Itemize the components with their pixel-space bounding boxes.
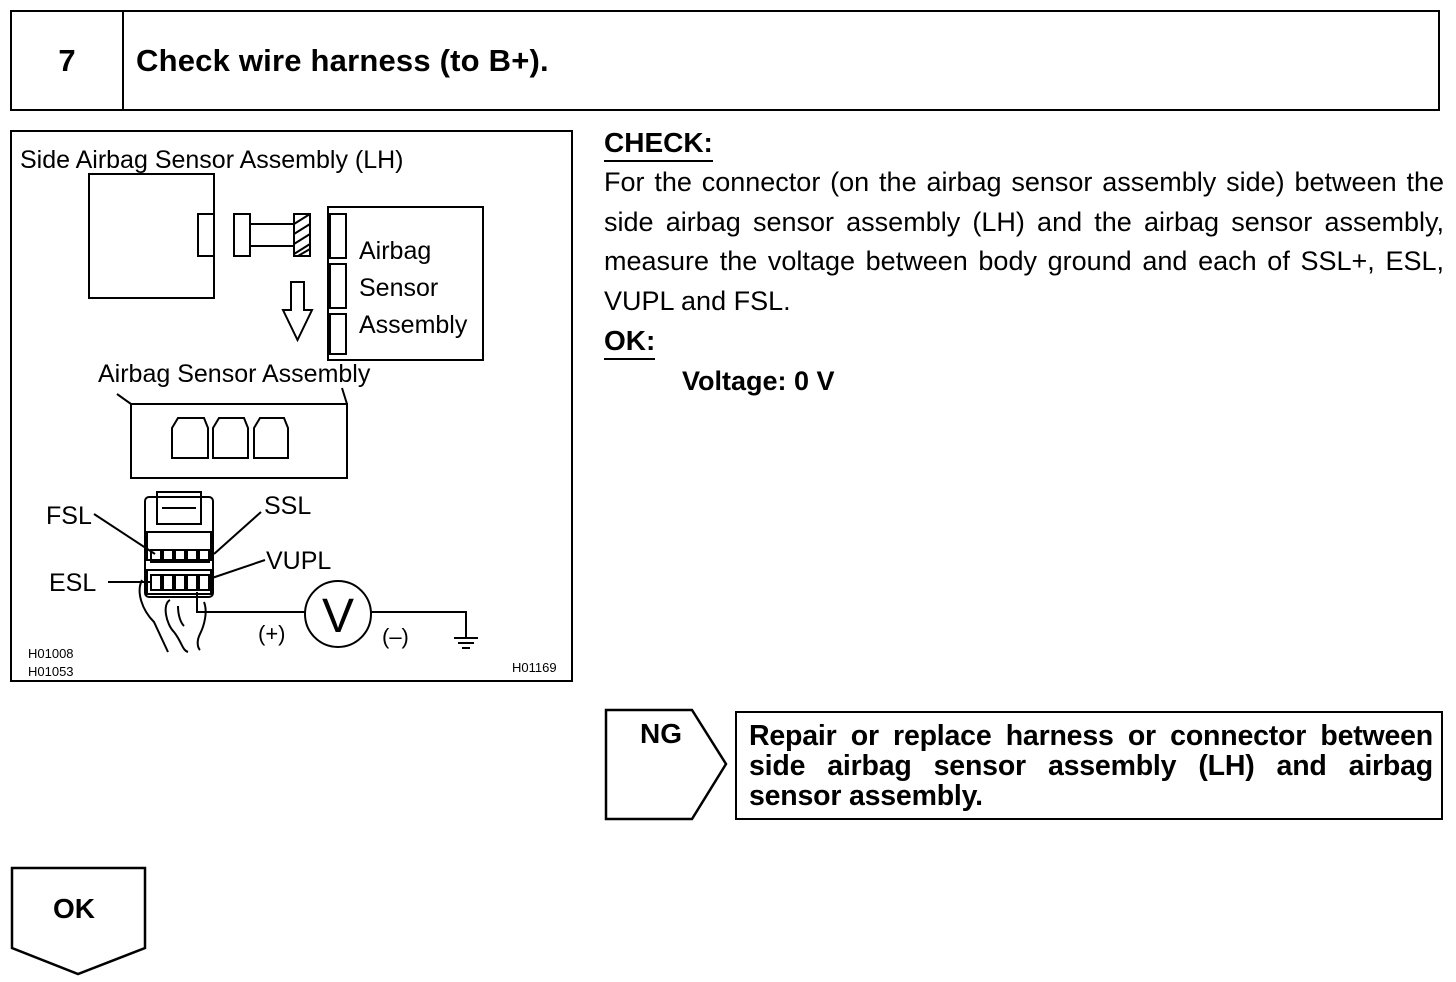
terminal-fsl-label: FSL [46,502,92,530]
connector-caption: Airbag Sensor Assembly [98,360,371,388]
diagram-graphic: Side Airbag Sensor Assembly (LH) Airbag … [20,146,557,679]
ng-label: NG [640,718,682,749]
check-heading: CHECK: [604,127,713,162]
ok-heading: OK: [604,325,656,360]
figure-title: Side Airbag Sensor Assembly (LH) [20,146,404,174]
step-number: 7 [12,12,124,109]
meter-positive-label: (+) [258,621,286,646]
step-header: 7 Check wire harness (to B+). [10,10,1440,111]
side-sensor-connector [197,213,215,257]
wiring-diagram: Side Airbag Sensor Assembly (LH) Airbag … [10,130,573,682]
ng-result-text: Repair or replace harness or connector b… [749,720,1433,812]
check-instructions: For the connector (on the airbag sensor … [604,167,1444,316]
ok-branch-label: OK [53,893,95,924]
plug-left [233,213,251,257]
ok-spec-value: Voltage: 0 V [682,366,835,396]
down-arrow [281,281,314,343]
connector-detail [144,496,214,598]
ng-arrow-box [604,708,728,821]
airbag-sensor-assembly-box [327,206,484,361]
voltmeter-circle [304,580,372,648]
terminal-ssl-label: SSL [264,492,311,520]
ng-result-box: Repair or replace harness or connector b… [735,711,1443,820]
assembly-label-line-3: Assembly [359,311,468,339]
figure-code-1: H01008 [28,646,74,661]
ok-arrow-box [10,866,147,976]
figure-code-3: H01169 [512,660,557,675]
side-sensor-box [88,173,215,299]
assembly-label-line-2: Sensor [359,274,438,302]
connector-box [130,403,348,479]
terminal-esl-label: ESL [49,569,96,597]
voltmeter-symbol: V [322,590,354,643]
assembly-label-line-1: Airbag [359,237,431,265]
terminal-vupl-label: VUPL [266,547,331,575]
figure-code-2: H01053 [28,664,74,679]
meter-negative-label: (–) [382,624,409,649]
step-title: Check wire harness (to B+). [136,42,549,78]
